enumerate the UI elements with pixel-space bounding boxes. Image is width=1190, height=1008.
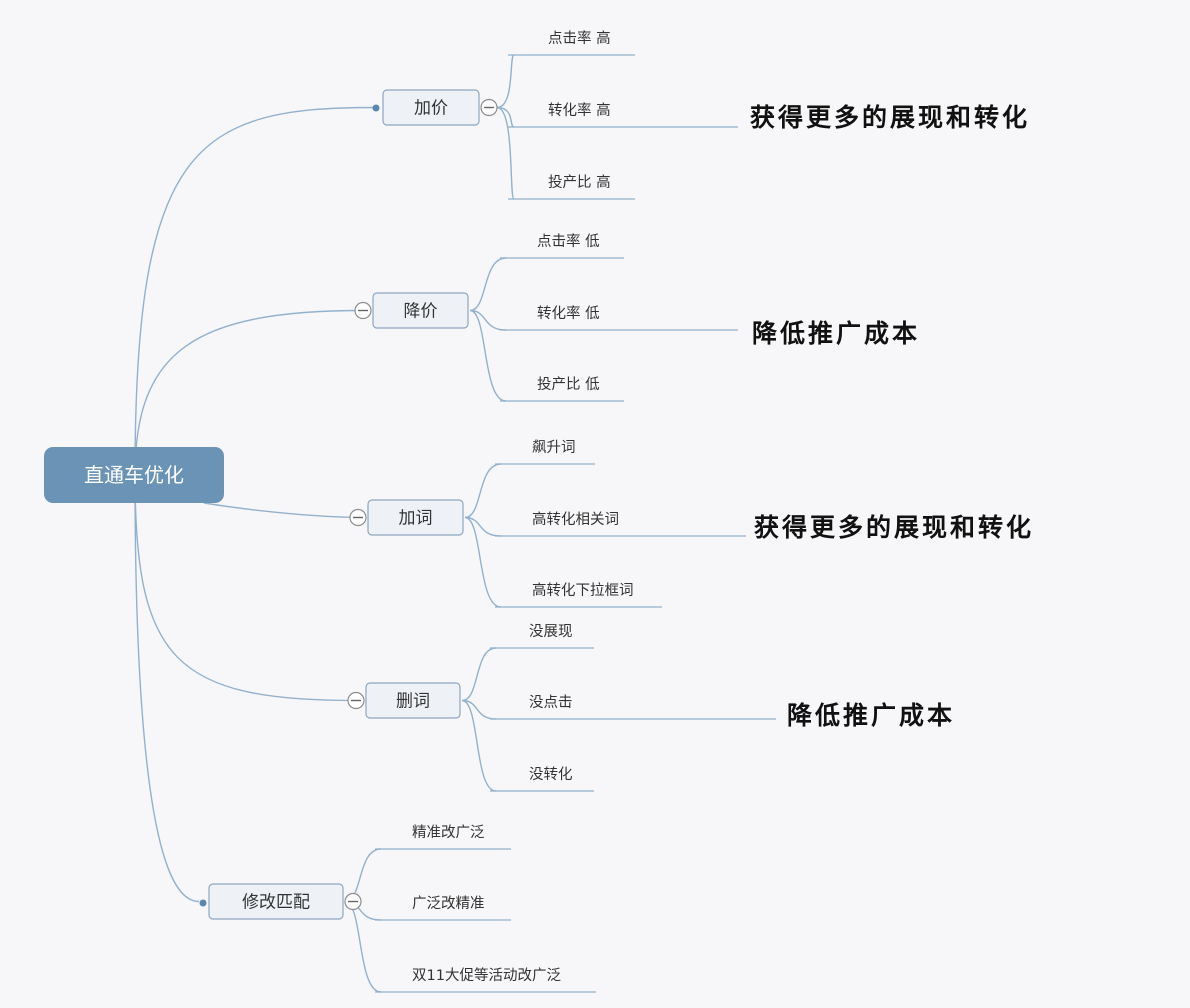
annotation-note: 获得更多的展现和转化: [750, 103, 1030, 132]
leaf-connector: [469, 309, 507, 402]
leaf-connector: [344, 900, 382, 993]
leaf-node-label[interactable]: 投产比 高: [548, 174, 611, 191]
leaf-connector: [461, 647, 497, 702]
collapse-toggle-icon[interactable]: [344, 892, 362, 911]
branch-connector: [203, 502, 359, 519]
leaf-node-label[interactable]: 没转化: [529, 766, 573, 783]
leaf-connector: [461, 699, 497, 792]
leaf-node-label[interactable]: 投产比 低: [537, 376, 600, 393]
leaf-node-label[interactable]: 转化率 高: [548, 102, 611, 119]
root-node-label: 直通车优化: [84, 463, 184, 487]
branch-node[interactable]: 降价: [372, 292, 469, 329]
branch-node-label: 删词: [396, 692, 430, 712]
leaf-node-label[interactable]: 高转化下拉框词: [532, 582, 634, 599]
leaf-connector: [469, 257, 507, 312]
branch-connector: [134, 106, 374, 476]
leaf-node-label[interactable]: 精准改广泛: [412, 824, 485, 841]
branch-node-box: [365, 682, 461, 719]
leaf-node-label[interactable]: 转化率 低: [537, 305, 600, 322]
leaf-node-label[interactable]: 没点击: [529, 694, 573, 711]
branch-node[interactable]: 加价: [382, 89, 480, 126]
leaf-node-label[interactable]: 飙升词: [532, 439, 576, 456]
branch-node-label: 加价: [414, 99, 448, 119]
mind-map-links: [134, 54, 776, 993]
annotation-note: 降低推广成本: [787, 701, 955, 730]
leaf-connector: [464, 516, 502, 608]
root-node[interactable]: 直通车优化: [44, 447, 224, 503]
leaf-node-label[interactable]: 广泛改精准: [412, 895, 485, 912]
leaf-connector: [464, 463, 502, 519]
leaf-node-label[interactable]: 高转化相关词: [532, 511, 619, 528]
branch-node[interactable]: 删词: [365, 682, 461, 719]
branch-node-box: [382, 89, 480, 126]
root-node-box: [44, 447, 224, 503]
branch-node-label: 修改匹配: [242, 893, 310, 913]
connector-dot-icon: [372, 104, 380, 112]
leaf-node-label[interactable]: 点击率 高: [548, 30, 611, 47]
leaf-connector: [496, 106, 515, 200]
branch-connector: [134, 309, 364, 476]
branch-node-box: [367, 499, 464, 536]
annotation-note: 降低推广成本: [752, 319, 920, 348]
branch-node-label: 降价: [404, 302, 438, 322]
branch-connector: [134, 474, 200, 903]
connector-dot-icon: [199, 899, 207, 907]
branch-node-label: 加词: [399, 509, 433, 529]
collapse-toggle-icon[interactable]: [349, 508, 367, 527]
leaf-node-label[interactable]: 点击率 低: [537, 233, 600, 250]
leaf-node-label[interactable]: 没展现: [529, 623, 573, 640]
leaf-connector: [496, 54, 515, 109]
branch-node[interactable]: 加词: [367, 499, 464, 536]
branch-node[interactable]: 修改匹配: [208, 883, 344, 920]
branch-connector: [134, 474, 357, 702]
branch-node-box: [208, 883, 344, 920]
collapse-toggle-icon[interactable]: [354, 301, 372, 320]
collapse-toggle-icon[interactable]: [347, 691, 365, 710]
leaf-node-label[interactable]: 双11大促等活动改广泛: [412, 966, 561, 984]
collapse-toggle-icon[interactable]: [480, 98, 498, 117]
annotation-note: 获得更多的展现和转化: [754, 513, 1034, 542]
branch-node-box: [372, 292, 469, 329]
